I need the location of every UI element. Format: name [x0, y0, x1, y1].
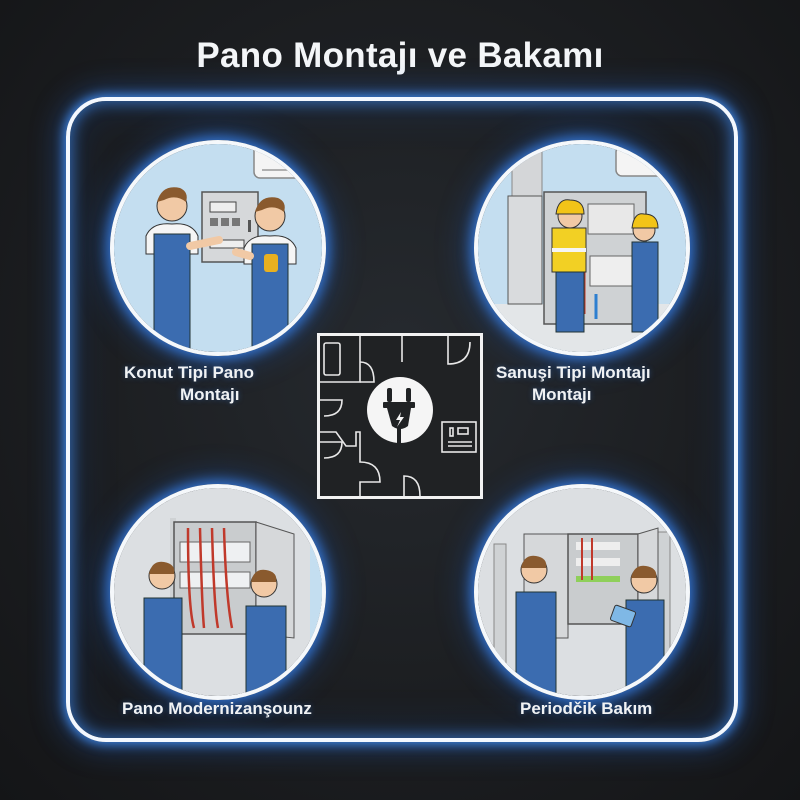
floor-plan-icon — [320, 336, 477, 496]
periyodik-illustration — [474, 484, 690, 700]
worker-helmet — [631, 213, 659, 333]
worker-left — [145, 187, 223, 352]
service-konut[interactable]: Konut Tipi Pano Montajı — [110, 140, 326, 404]
services-frame — [66, 97, 738, 742]
electrical-panel-icon — [201, 191, 259, 263]
sanayi-illustration — [474, 140, 690, 356]
service-sanayi[interactable]: Sanuşi Tipi Montajı Montajı — [474, 140, 690, 404]
worker-right — [232, 197, 297, 352]
sanayi-label-line2: Montajı — [532, 385, 592, 404]
service-modernizasyon[interactable]: Pano Modernizanşounz — [110, 484, 326, 718]
air-conditioner-icon — [253, 144, 322, 179]
konut-label-line1: Konut Tipi Pano — [124, 363, 255, 382]
konut-label-line2: Montajı — [180, 385, 240, 404]
air-conditioner-icon — [615, 145, 686, 177]
worker-right — [245, 569, 287, 696]
service-periyodik[interactable]: Periodčik Bakım — [474, 484, 690, 718]
periyodik-label: Periodčik Bakım — [520, 699, 653, 718]
konut-illustration — [110, 140, 326, 356]
sanayi-label-line1: Sanuşi Tipi Montajı — [496, 363, 651, 382]
worker-vest — [551, 199, 587, 333]
floor-plan-center — [317, 333, 483, 499]
electric-plug-icon — [367, 377, 433, 443]
modernizasyon-label: Pano Modernizanşounz — [122, 699, 312, 718]
page-title: Pano Montajı ve Bakamı — [196, 36, 604, 75]
modernizasyon-illustration — [110, 484, 326, 700]
